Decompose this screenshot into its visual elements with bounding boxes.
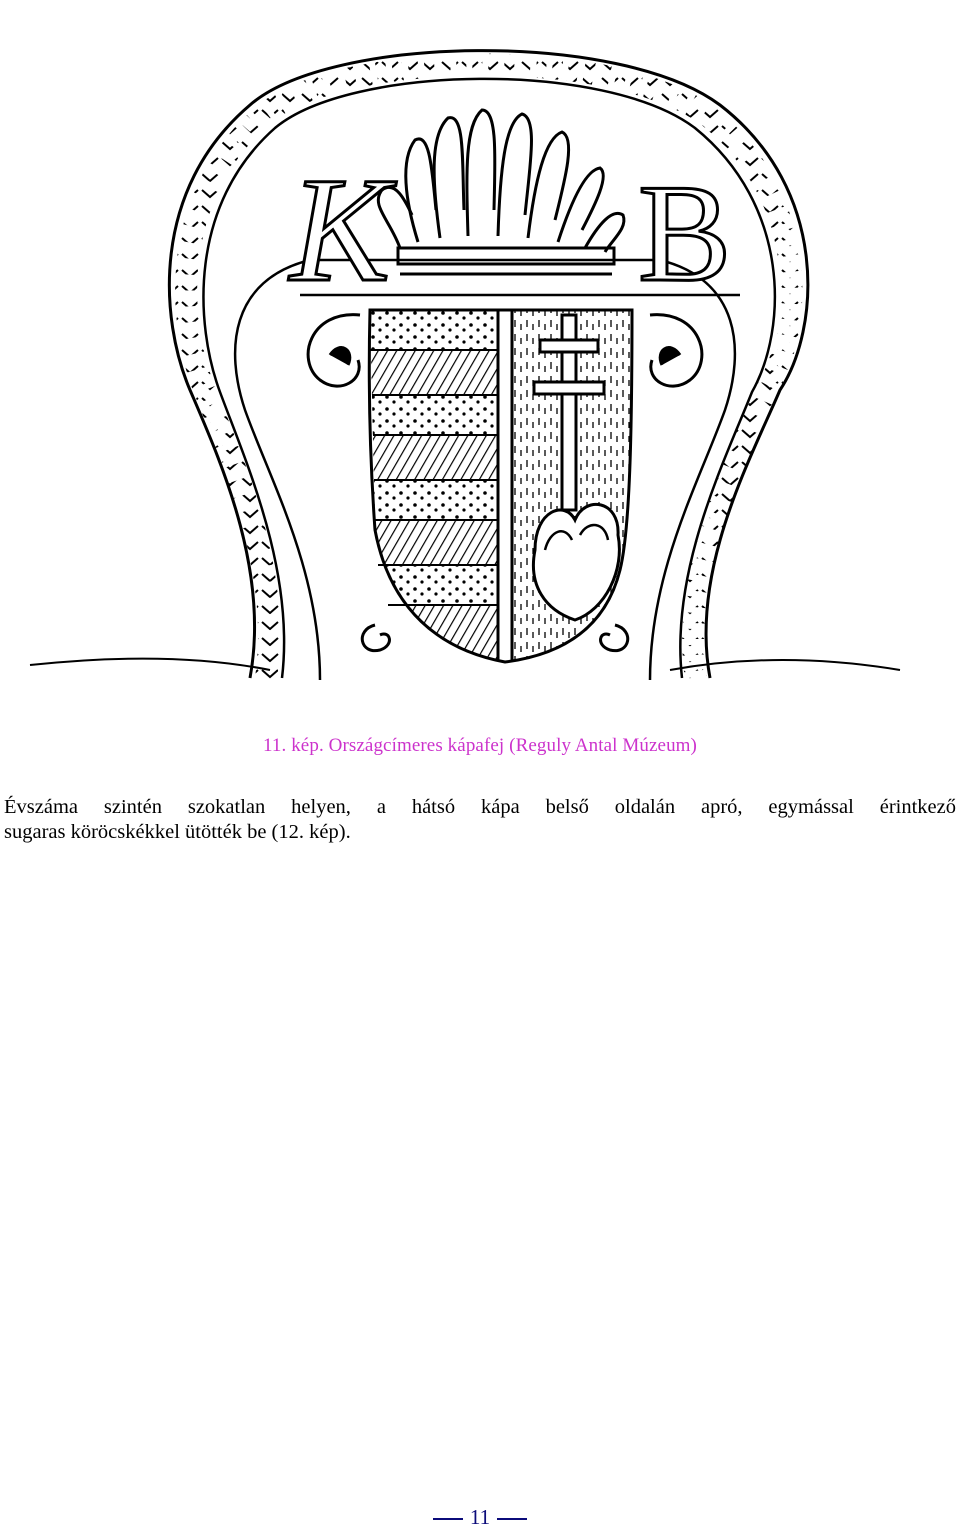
- crown: [376, 108, 626, 276]
- page-footer: 11: [0, 1505, 960, 1530]
- monogram-letter-b: B: [638, 156, 731, 311]
- body-paragraph: Évszáma szintén szokatlan helyen, a háts…: [4, 795, 956, 845]
- monogram-letter-k: K: [288, 147, 397, 313]
- footer-rule-left: [432, 1518, 463, 1520]
- ground-line: [29, 657, 901, 671]
- footer-rule-right: [497, 1518, 528, 1520]
- body-line-2: sugaras köröcskékkel ütötték be (12. kép…: [4, 821, 351, 843]
- coat-of-arms-saddle-drawing: K B: [29, 49, 901, 681]
- figure-caption: 11. kép. Országcímeres kápafej (Reguly A…: [263, 735, 697, 756]
- inner-frame: [233, 258, 737, 681]
- braid-inner: [202, 77, 777, 679]
- page-number: 11: [469, 1505, 491, 1529]
- saddle-outline: [167, 49, 810, 679]
- braid-band: [175, 53, 803, 680]
- body-line-1: Évszáma szintén szokatlan helyen, a háts…: [4, 796, 956, 818]
- shield: [367, 308, 634, 664]
- side-scrolls: [306, 313, 704, 653]
